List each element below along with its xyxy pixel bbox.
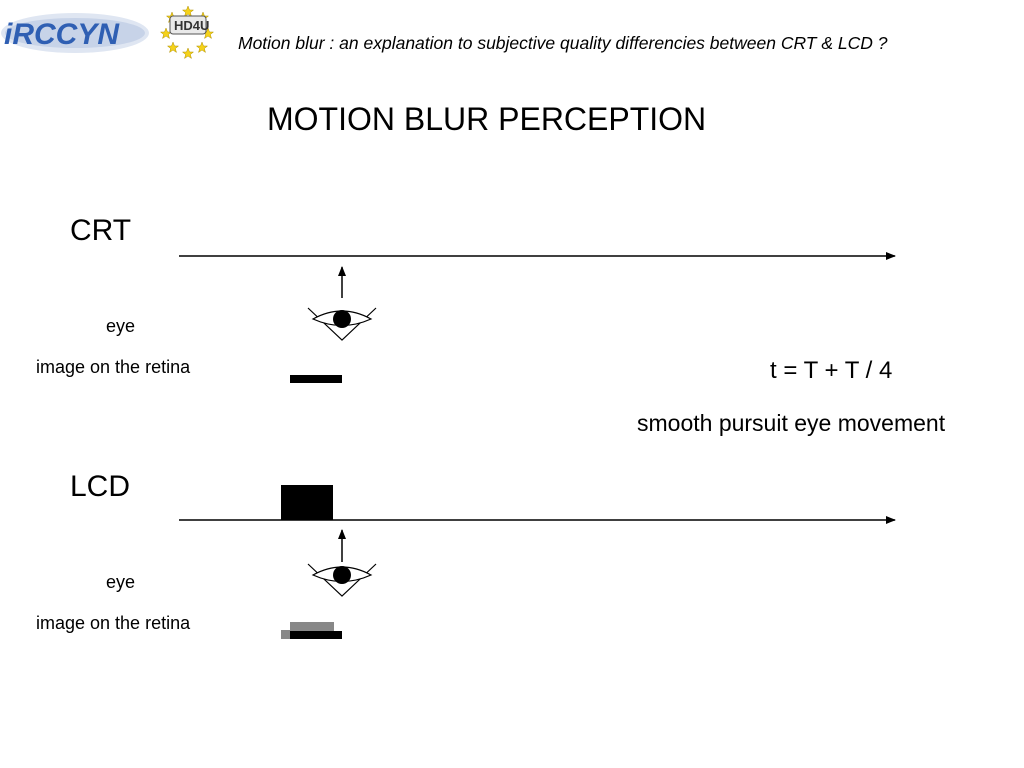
crt-label: CRT	[70, 214, 132, 247]
star-icon	[181, 5, 195, 18]
lcd-retina-image	[281, 622, 342, 639]
crt-retina-image	[290, 375, 342, 383]
svg-text:HD4U: HD4U	[174, 18, 209, 33]
time-formula: t = T + T / 4	[770, 357, 893, 384]
lcd-label: LCD	[70, 470, 131, 503]
svg-text:iRCCYN: iRCCYN	[4, 18, 120, 51]
star-icon	[166, 41, 180, 54]
irccyn-logo: iRCCYN	[1, 13, 149, 53]
crt-retina-label: image on the retina	[36, 357, 191, 377]
lcd-retina-label: image on the retina	[36, 613, 191, 633]
crt-diagram	[179, 252, 896, 383]
logo-group: iRCCYN HD4U	[1, 5, 215, 60]
eye-icon	[307, 563, 377, 597]
lcd-displayed-block	[281, 485, 333, 520]
hd4u-logo: HD4U	[159, 5, 215, 60]
lcd-diagram	[179, 485, 896, 639]
star-icon	[181, 47, 195, 60]
crt-eye-label: eye	[106, 316, 136, 336]
lcd-eye-label: eye	[106, 572, 136, 592]
page-title: MOTION BLUR PERCEPTION	[267, 101, 707, 137]
header-subtitle: Motion blur : an explanation to subjecti…	[238, 33, 888, 53]
eye-icon	[307, 307, 377, 341]
star-icon	[195, 41, 209, 54]
pursuit-label: smooth pursuit eye movement	[637, 410, 946, 436]
